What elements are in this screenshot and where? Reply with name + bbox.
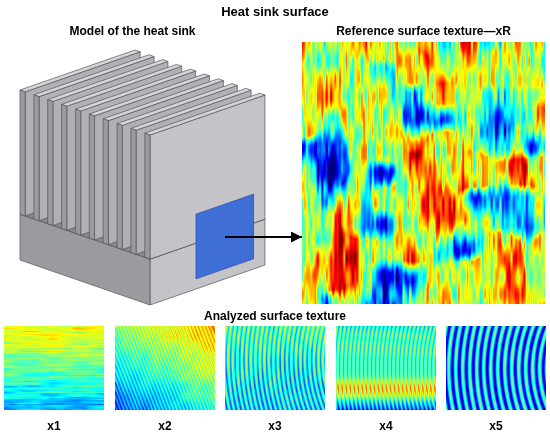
fin-end-face bbox=[103, 119, 108, 245]
model-panel: Model of the heat sink bbox=[40, 24, 225, 306]
fin-end-face bbox=[145, 133, 150, 259]
texture-panel: x3 bbox=[225, 326, 325, 434]
reference-panel: Reference surface texture—xR bbox=[302, 24, 545, 304]
texture-panel: x2 bbox=[115, 326, 215, 434]
texture-panel: x5 bbox=[446, 326, 546, 434]
fin-top-face bbox=[145, 93, 265, 135]
texture-label: x2 bbox=[158, 419, 171, 434]
surface-texture-map bbox=[336, 326, 436, 410]
texture-panel: x1 bbox=[4, 326, 104, 434]
fin-end-face bbox=[76, 109, 81, 235]
texture-label: x3 bbox=[268, 419, 281, 434]
fin-end-face bbox=[89, 114, 94, 240]
texture-label: x4 bbox=[379, 419, 392, 434]
fin-end-face bbox=[34, 95, 39, 221]
surface-texture-map bbox=[446, 326, 546, 410]
pointer-arrow bbox=[225, 236, 302, 238]
surface-texture-map bbox=[302, 42, 545, 304]
surface-texture-map bbox=[225, 326, 325, 410]
texture-label: x5 bbox=[489, 419, 502, 434]
fin-end-face bbox=[62, 104, 67, 230]
panel-heading: Reference surface texture—xR bbox=[336, 24, 511, 39]
fin-end-face bbox=[48, 100, 53, 226]
texture-label: x1 bbox=[47, 419, 60, 434]
texture-panel: x4 bbox=[336, 326, 436, 434]
fin-end-face bbox=[20, 90, 25, 216]
panel-heading: Model of the heat sink bbox=[69, 24, 195, 39]
fin-end-face bbox=[131, 128, 136, 254]
fin-end-face bbox=[117, 124, 122, 250]
figure-title: Heat sink surface bbox=[0, 4, 550, 20]
section-heading: Analyzed surface texture bbox=[0, 309, 550, 324]
surface-texture-map bbox=[4, 326, 104, 410]
surface-texture-map bbox=[115, 326, 215, 410]
